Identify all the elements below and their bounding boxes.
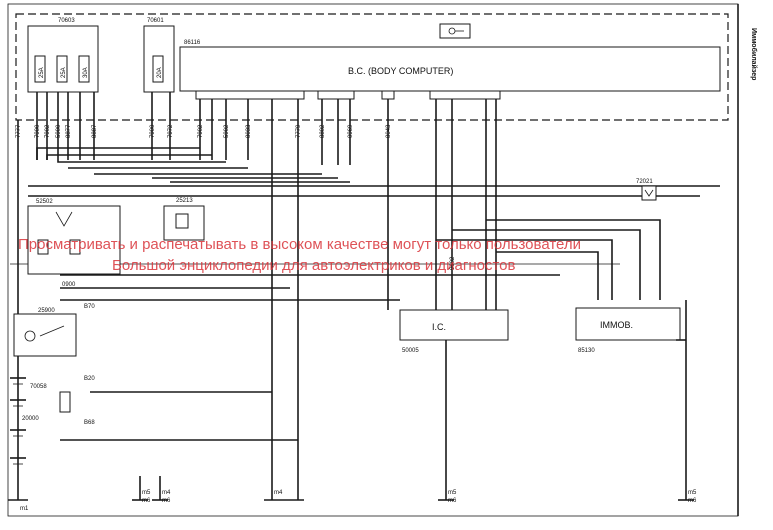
- wire-label-r3: 9002: [450, 256, 456, 270]
- fuse-3: [59, 391, 71, 413]
- fuse-label-2: 25A: [61, 67, 67, 78]
- wire-label-r0: 8802: [320, 124, 326, 138]
- fuse-label-4: 20A: [157, 67, 163, 78]
- ic-box: [399, 309, 509, 341]
- antenna-icon: [641, 185, 657, 201]
- fuse-box-2-code: 70601: [147, 18, 164, 24]
- bc-label: B.C. (BODY COMPUTER): [348, 66, 453, 76]
- battery-code: 20000: [22, 416, 39, 422]
- wire-label-m0: 7900: [150, 124, 156, 138]
- bc-code: 86116: [184, 40, 201, 46]
- ic-code: 50005: [402, 348, 419, 354]
- ground-label-3: m4: [162, 490, 171, 496]
- ground-label-2: m6: [142, 498, 151, 504]
- fuse-20a: [152, 55, 164, 83]
- vertical-wires: [17, 92, 497, 500]
- bc-region: [15, 13, 729, 121]
- fuse-30a: [78, 55, 90, 83]
- fuse-label-1: 25A: [39, 67, 45, 78]
- body-computer-box: [179, 46, 721, 92]
- wire-label-l4: 8877: [66, 124, 72, 138]
- immob-label: IMMOB.: [600, 320, 633, 330]
- wire-label-l2: 7902: [45, 124, 51, 138]
- label-b20: B20: [84, 376, 95, 382]
- wire-label-r1: 0969: [348, 124, 354, 138]
- watermark-line-1: Просматривать и распечатывать в высоком …: [18, 236, 581, 253]
- ignition-switch: [13, 313, 77, 357]
- bc-connector-4: [429, 90, 501, 100]
- switch-code: 25900: [38, 308, 55, 314]
- label-b68: B68: [84, 420, 95, 426]
- wire-label-l5: 8887: [92, 124, 98, 138]
- relay-2-code: 25213: [176, 198, 193, 204]
- fuse-3-code: 70058: [30, 384, 47, 390]
- relay-1-code: 52502: [36, 199, 53, 205]
- wire-label-m3: 5902: [224, 124, 230, 138]
- ground-label-8: m5: [688, 490, 697, 496]
- fuse-25a-b: [56, 55, 68, 83]
- bc-connector-2: [317, 90, 355, 100]
- immob-box: [575, 307, 681, 341]
- wire-label-m1: 7972: [168, 124, 174, 138]
- antenna-code: 72021: [636, 179, 653, 185]
- ground-label-5: m4: [274, 490, 283, 496]
- wire-label-r4: 0900: [62, 282, 76, 288]
- ground-label-1: m5: [142, 490, 151, 496]
- ground-label-4: m6: [162, 498, 171, 504]
- fuse-25a-a: [34, 55, 46, 83]
- wire-label-m2: 7902: [198, 124, 204, 138]
- wire-label-l1: 7900: [35, 124, 41, 138]
- ground-label-6: m5: [448, 490, 457, 496]
- fuse-label-3: 30A: [83, 67, 89, 78]
- immob-code: 85130: [578, 348, 595, 354]
- bc-connector-3: [381, 90, 395, 100]
- side-title: Иммобилайзер: [750, 28, 758, 80]
- wire-label-l0: 7777: [16, 124, 22, 138]
- bc-connector-1: [195, 90, 305, 100]
- ic-label: I.C.: [432, 322, 446, 332]
- battery-symbol: [10, 377, 26, 465]
- wire-label-m5: 7779: [296, 124, 302, 138]
- fuse-box-1-code: 70603: [58, 18, 75, 24]
- ground-label-0: m1: [20, 506, 29, 512]
- ground-label-9: m6: [688, 498, 697, 504]
- ground-label-7: m6: [448, 498, 457, 504]
- horizontal-wires: [10, 147, 720, 441]
- label-b70: B70: [84, 304, 95, 310]
- ground-symbols: [8, 476, 694, 501]
- wire-label-r2: 8043: [386, 124, 392, 138]
- wire-label-m4: 8033: [246, 124, 252, 138]
- wire-label-l3: 5900: [56, 124, 62, 138]
- watermark-line-2: Большой энциклопедии для автоэлектриков …: [112, 257, 515, 274]
